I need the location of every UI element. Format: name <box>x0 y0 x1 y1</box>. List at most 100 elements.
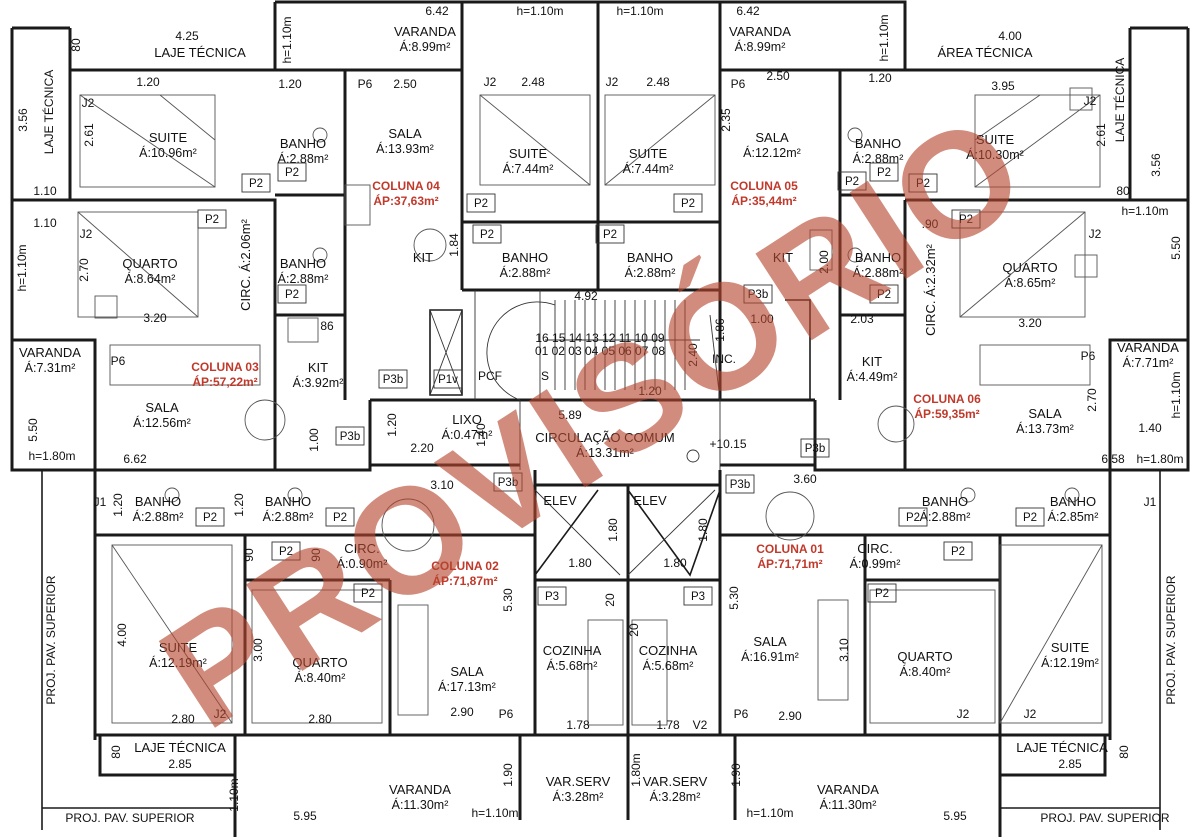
room-name: CIRC. <box>857 541 892 556</box>
door-label: P2 <box>916 178 930 190</box>
room-name: CIRCULAÇÃO COMUM <box>535 430 674 445</box>
dimension-label: S <box>541 369 549 383</box>
dimension-label: 2.61 <box>82 123 96 147</box>
room-name: SALA <box>755 130 789 145</box>
door-label: P2 <box>333 512 347 524</box>
room-area: Á:13.31m² <box>576 445 634 460</box>
door-swing <box>472 224 502 244</box>
room-area: Á:5.68m² <box>643 658 694 673</box>
room-area: Á:13.73m² <box>1016 421 1074 436</box>
column-area: ÁP:59,35m² <box>914 406 979 421</box>
dimension-label: 3.20 <box>143 311 167 325</box>
dimension-label: 1.20 <box>385 413 399 437</box>
room-area: Á:8.40m² <box>900 664 951 679</box>
dimension-label: .90 <box>922 217 939 231</box>
column-name: COLUNA 04 <box>372 179 440 193</box>
dimension-label: h=1.10m <box>516 4 563 18</box>
secondary-lines <box>429 290 811 577</box>
dimension-label: 1.20 <box>868 71 892 85</box>
dimension-label: 1.00 <box>750 312 774 326</box>
door-swing <box>325 507 355 527</box>
dimension-label: J2 <box>1024 707 1037 721</box>
room-area: Á:12.56m² <box>133 415 191 430</box>
dimension-label: J2 <box>82 96 95 110</box>
dimension-label: J1 <box>94 495 107 509</box>
room-name: ELEV <box>633 493 667 508</box>
dimension-label: 6.58 <box>1101 452 1125 466</box>
room-name: VARANDA <box>389 782 451 797</box>
room-name: SALA <box>388 126 422 141</box>
dimension-label: 1.40 <box>474 423 488 447</box>
dimension-label: P6 <box>358 77 373 91</box>
dimension-label: 20 <box>603 593 617 607</box>
room-name: QUARTO <box>1002 260 1057 275</box>
dimension-label: 5.89 <box>558 408 582 422</box>
dimension-label: V2 <box>693 718 708 732</box>
dimension-label: 2.03 <box>850 312 874 326</box>
door-label: P2 <box>1023 512 1037 524</box>
door-label: P2 <box>249 178 263 190</box>
dimension-label: 1.20 <box>111 493 125 517</box>
door-swing <box>197 209 227 229</box>
room-name: BANHO <box>922 494 968 509</box>
room-area: Á:7.31m² <box>25 360 76 375</box>
room-area: Á:0.47m² <box>442 427 493 442</box>
dimension-label: 5.50 <box>26 418 40 442</box>
room-name: KIT <box>773 250 793 265</box>
room-name: LAJE TÉCNICA <box>154 45 246 60</box>
room-area: Á:2.88m² <box>853 265 904 280</box>
column-name: COLUNA 06 <box>913 392 981 406</box>
furniture <box>77 87 1103 726</box>
dimension-label: 1.00 <box>307 428 321 452</box>
dimension-label: P6 <box>734 707 749 721</box>
dimension-label: 1.80 <box>663 556 687 570</box>
door-label: P3b <box>498 477 518 489</box>
door-label: P2 <box>951 546 965 558</box>
room-area: Á:10.30m² <box>966 147 1024 162</box>
room-name: VARANDA <box>394 24 456 39</box>
door-label: P2 <box>285 289 299 301</box>
door-swing <box>537 586 567 606</box>
door-label: P2 <box>845 176 859 188</box>
column-area: ÁP:37,63m² <box>373 193 438 208</box>
room-area: Á:13.93m² <box>376 141 434 156</box>
dimension-label: 2.85 <box>168 757 192 771</box>
column-name: COLUNA 01 <box>756 542 824 556</box>
dimension-label: J2 <box>606 75 619 89</box>
door-label: P2 <box>877 167 891 179</box>
dimension-label: LAJE TÉCNICA <box>41 70 56 154</box>
room-area: Á:8.65m² <box>1005 275 1056 290</box>
dimension-label: 2.50 <box>766 69 790 83</box>
room-area: Á:10.96m² <box>139 145 197 160</box>
room-name: ÁREA TÉCNICA <box>937 45 1032 60</box>
door-label: P2 <box>959 214 973 226</box>
room-name: CIRC. Á:2.32m² <box>923 243 938 335</box>
room-name: COZINHA <box>543 643 602 658</box>
dimension-label: 1.80 <box>568 556 592 570</box>
door-swing <box>867 583 897 603</box>
door-label: P2 <box>480 229 494 241</box>
dimension-label: 1.20 <box>638 384 662 398</box>
room-name: VARANDA <box>1117 340 1179 355</box>
dimension-label: 2.50 <box>393 77 417 91</box>
dimension-label: 3.10 <box>430 478 454 492</box>
room-area: Á:8.40m² <box>295 670 346 685</box>
room-area: Á:2.85m² <box>1048 509 1099 524</box>
room-name: VARANDA <box>729 24 791 39</box>
door-swing <box>271 541 301 561</box>
dimension-label: 2.48 <box>646 75 670 89</box>
dimension-label: 2.40 <box>686 343 700 367</box>
door-label: P3b <box>748 289 768 301</box>
room-name: SUITE <box>629 146 668 161</box>
dimension-label: PROJ. PAV. SUPERIOR <box>65 811 194 825</box>
door-swing <box>353 583 383 603</box>
dimension-label: h=1.80m <box>28 449 75 463</box>
room-area: Á:12.19m² <box>149 655 207 670</box>
door-swing <box>277 162 307 182</box>
dimension-label: J1 <box>1144 495 1157 509</box>
door-swing <box>335 426 365 446</box>
column-name: COLUNA 05 <box>730 179 798 193</box>
dimension-label: J2 <box>80 227 93 241</box>
door-label: P1v <box>438 374 458 386</box>
